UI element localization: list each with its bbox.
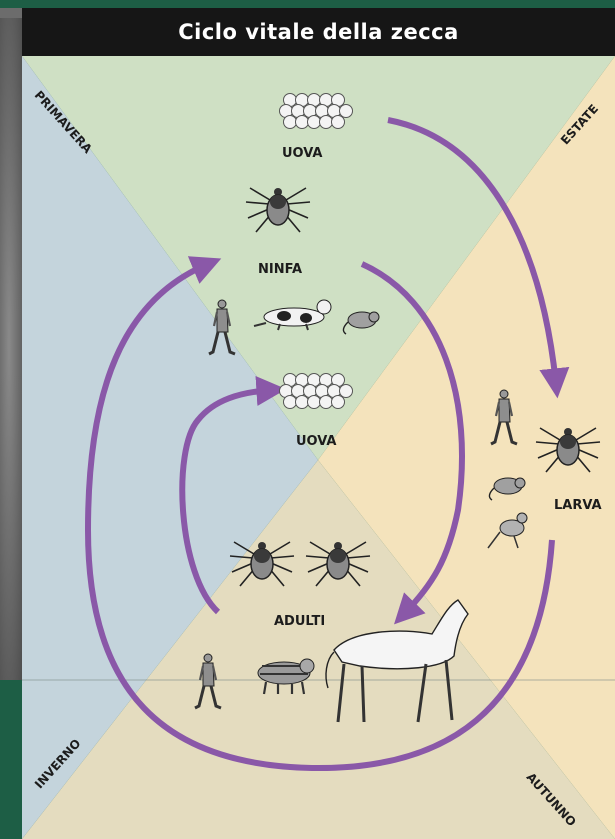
- egg-cluster-icon: [280, 374, 353, 409]
- arrow-eggs-to-larva: [388, 120, 556, 384]
- nymph-tick-icon: [246, 188, 310, 232]
- walking-person-icon: [195, 654, 221, 708]
- raccoon-icon: [258, 659, 314, 694]
- walking-person-icon: [491, 390, 517, 444]
- arrow-larva-to-nymph: [88, 264, 552, 768]
- bird-icon: [488, 513, 527, 548]
- mouse-icon: [489, 478, 525, 500]
- walking-person-icon: [209, 300, 235, 354]
- larva-tick-icon: [536, 428, 600, 472]
- adult-tick-icon: [306, 542, 370, 586]
- mouse-icon: [343, 312, 379, 334]
- adult-tick-icon: [230, 542, 294, 586]
- horse-icon: [326, 600, 468, 722]
- egg-cluster-icon: [280, 94, 353, 129]
- cycle-illustration: [22, 0, 615, 839]
- diagram-panel: Ciclo vitale della zecca PRIMAVERA ESTAT…: [22, 0, 615, 839]
- dog-icon: [254, 300, 331, 330]
